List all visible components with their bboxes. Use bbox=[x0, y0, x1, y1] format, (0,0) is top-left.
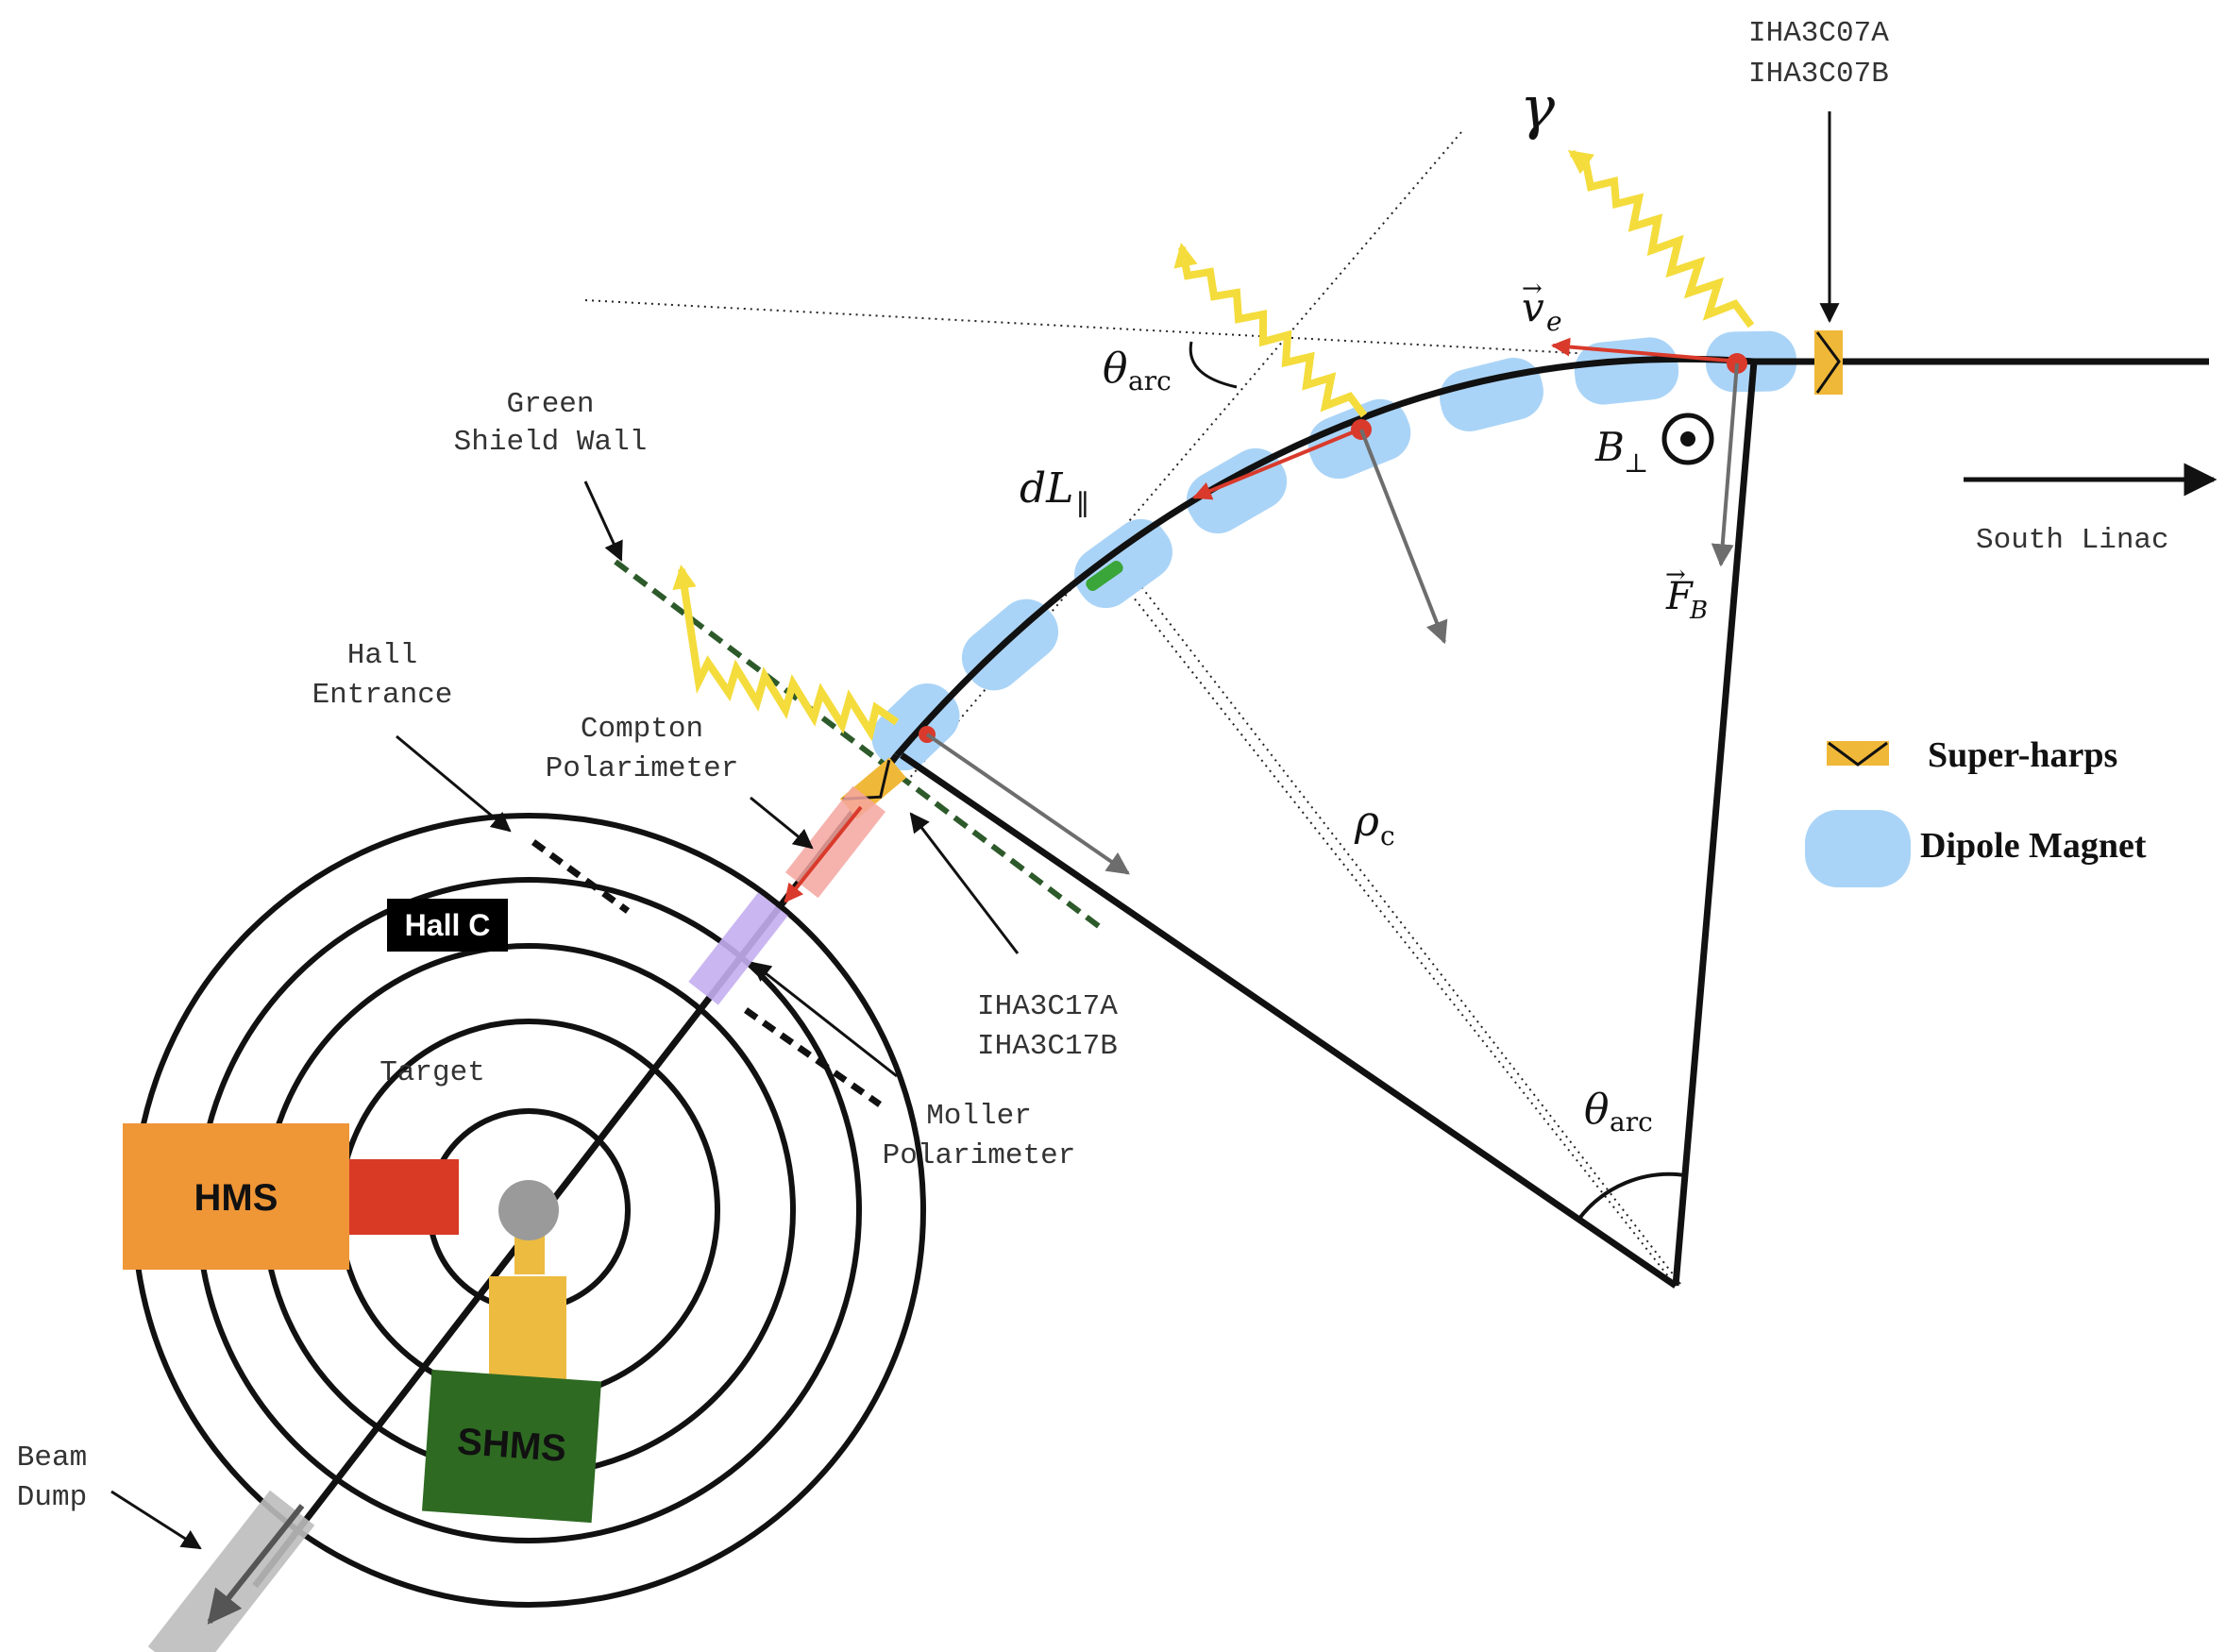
force-vectors bbox=[925, 362, 1739, 875]
photon-wave bbox=[672, 564, 900, 742]
moller-label-2: Polarimeter bbox=[883, 1139, 1076, 1172]
theta-subscript: arc bbox=[1128, 365, 1172, 396]
gamma-symbol: γ bbox=[1520, 73, 1556, 142]
beam-dump-arrow bbox=[207, 1504, 305, 1625]
beam-dump-label-1: Beam bbox=[17, 1441, 87, 1475]
legend-superharp-icon bbox=[1827, 741, 1889, 767]
dl-symbol: dL bbox=[1020, 464, 1073, 513]
hall-entrance-wall bbox=[743, 1007, 883, 1107]
hms-arm bbox=[347, 1159, 459, 1235]
rho-label: ρ c bbox=[1354, 798, 1395, 851]
moller-label-1: Moller bbox=[926, 1100, 1032, 1133]
annotation-arrows bbox=[110, 111, 1840, 1550]
beam-dump-label-2: Dump bbox=[17, 1481, 87, 1514]
green-shield-wall bbox=[614, 559, 1102, 930]
photon-emissions bbox=[672, 149, 1755, 742]
beamline-arc bbox=[894, 355, 1755, 758]
vector-arrow-glyph: → bbox=[1522, 275, 1543, 303]
compton-label-2: Polarimeter bbox=[546, 752, 739, 785]
radius-dotted-line-1 bbox=[1097, 551, 1677, 1287]
theta-symbol: θ bbox=[1103, 345, 1128, 393]
b-perp-label: B ⊥ bbox=[1594, 424, 1648, 479]
hall-c-badge bbox=[387, 899, 508, 952]
rho-symbol: ρ bbox=[1354, 798, 1379, 846]
force-symbol: F bbox=[1665, 575, 1694, 618]
force-arrow-mid bbox=[1359, 429, 1448, 645]
radius-lines bbox=[900, 361, 1758, 1289]
dl-element bbox=[1086, 561, 1123, 591]
compton-label-1: Compton bbox=[581, 713, 703, 746]
hms-label: HMS bbox=[194, 1177, 278, 1219]
velocity-symbol: v bbox=[1522, 284, 1544, 330]
moller-polarimeter-box bbox=[688, 892, 788, 1005]
beam-dump-pointer bbox=[110, 1490, 202, 1550]
superharp-top bbox=[1814, 330, 1843, 395]
dl-label: dL ∥ bbox=[1020, 464, 1089, 522]
rho-subscript: c bbox=[1380, 820, 1395, 851]
hall-entrance-walls bbox=[531, 839, 883, 1107]
velocity-arrow-top bbox=[1551, 337, 1741, 363]
beam-dump-box bbox=[147, 1490, 315, 1652]
force-arrow-top bbox=[1711, 362, 1739, 567]
dipole-magnet bbox=[1074, 518, 1172, 609]
target-icon bbox=[498, 1180, 559, 1240]
hall-entrance-label-1: Hall bbox=[347, 639, 417, 672]
hms-box bbox=[123, 1123, 349, 1270]
force-subscript: B bbox=[1689, 597, 1708, 625]
legend-dipole-label: Dipole Magnet bbox=[1920, 826, 2147, 866]
compton-beam-arrow bbox=[784, 805, 863, 903]
radius-line-upper bbox=[1672, 361, 1758, 1287]
green-shield-wall-label-2: Shield Wall bbox=[454, 426, 648, 459]
legend-superharps-label: Super-harps bbox=[1928, 735, 2117, 775]
hall-entrance-pointer bbox=[396, 734, 512, 833]
hall-c-label: Hall C bbox=[405, 908, 491, 942]
theta-arc-label-top: θ arc bbox=[1103, 345, 1172, 396]
shms-box bbox=[421, 1369, 602, 1524]
dipole-magnet bbox=[961, 598, 1059, 691]
moller-pointer bbox=[750, 961, 898, 1078]
superharp-top-label-b: IHA3C07B bbox=[1748, 58, 1889, 91]
velocity-subscript: e bbox=[1546, 306, 1562, 337]
vector-arrow-glyph: → bbox=[1665, 561, 1686, 589]
dl-subscript: ∥ bbox=[1076, 489, 1089, 522]
b-field-dot bbox=[1680, 431, 1695, 447]
dipole-magnet bbox=[1574, 337, 1679, 405]
radius-dotted-line-2 bbox=[1110, 547, 1681, 1285]
velocity-arrow-mid bbox=[1192, 428, 1360, 500]
shield-wall-pointer bbox=[583, 480, 623, 562]
velocity-label: v → e bbox=[1522, 275, 1562, 337]
theta-subscript: arc bbox=[1610, 1106, 1653, 1138]
hall-entrance-label-2: Entrance bbox=[312, 679, 453, 712]
shms-arm bbox=[489, 1276, 566, 1380]
force-arrow-low bbox=[925, 733, 1130, 875]
legend-dipole-icon bbox=[1805, 810, 1911, 887]
b-subscript: ⊥ bbox=[1624, 447, 1648, 479]
theta-symbol: θ bbox=[1584, 1086, 1610, 1134]
photon-wave bbox=[1567, 149, 1755, 329]
hall-entrance-wall bbox=[531, 839, 631, 914]
superharp-bottom-label-a: IHA3C17A bbox=[977, 990, 1118, 1023]
b-field-out-of-page-icon bbox=[1661, 413, 1714, 465]
theta-arc-label-bottom: θ arc bbox=[1584, 1086, 1653, 1138]
theta-arc-angle-mark bbox=[1577, 1172, 1686, 1222]
tangent-line bbox=[584, 299, 1736, 362]
superharp-top-label-a: IHA3C07A bbox=[1748, 17, 1889, 50]
construction-lines bbox=[584, 131, 1736, 1287]
b-symbol: B bbox=[1594, 424, 1625, 470]
superharp-bottom-label-b: IHA3C17B bbox=[977, 1030, 1118, 1063]
target-label: Target bbox=[379, 1056, 485, 1089]
radius-line-lower bbox=[900, 752, 1678, 1289]
force-label: F → B bbox=[1665, 561, 1708, 625]
green-shield-wall-label-1: Green bbox=[506, 388, 594, 421]
south-linac-label: South Linac bbox=[1976, 524, 2169, 557]
shms-label: SHMS bbox=[456, 1421, 567, 1470]
legend: Super-harps Dipole Magnet bbox=[1805, 735, 2147, 887]
compton-pointer bbox=[750, 796, 814, 850]
theta-arc-angle-mark-top bbox=[1189, 341, 1238, 389]
dipole-magnet bbox=[1440, 358, 1543, 431]
photon-wave bbox=[1173, 242, 1368, 418]
superharp-bottom-pointer bbox=[909, 812, 1020, 954]
